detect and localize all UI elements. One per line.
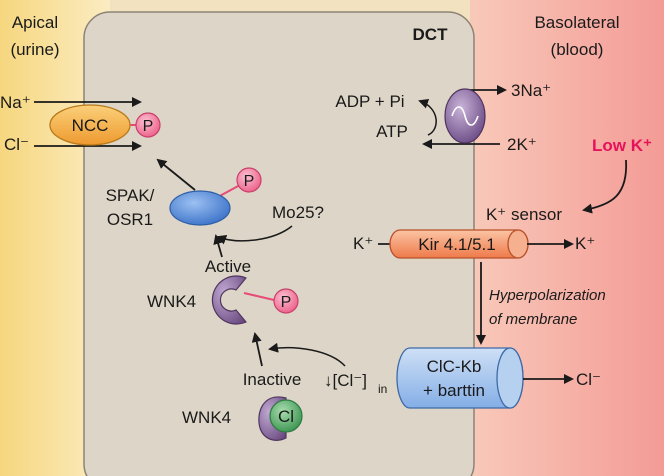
dct-label: DCT [413,25,449,44]
cl-out-label: Cl⁻ [576,370,601,389]
apical-label: Apical [12,13,58,32]
wnk4-inactive: Inactive Cl WNK4 [182,332,303,441]
clc-label-2: + barttin [423,381,485,400]
basolateral-label: Basolateral [534,13,619,32]
clc-cylinder-end [496,347,524,409]
low-k-arrow [582,159,627,214]
spak-phospho-label: P [244,173,255,190]
wnk-phospho-circle [273,288,299,314]
wnk4-inactive-label: WNK4 [182,408,231,427]
mo25-label: Mo25? [272,203,324,222]
spak-phospho-circle [236,167,262,193]
ncc-phospho-label: P [143,118,154,135]
ncc-phospho-circle [135,112,161,138]
wnk-phospho-link [243,292,275,301]
inactive-label: Inactive [243,370,302,389]
cl-to-wnk-arrow [268,342,346,367]
hyperpolarization-label-1: Hyperpolarization [489,287,606,304]
spak-label-1: SPAK/ [106,186,155,205]
wnk4-active: Active P WNK4 [147,234,299,325]
spak-osr1: P SPAK/ OSR1 Mo25? [106,158,324,245]
ncc-ellipse [49,104,131,146]
atp-label: ATP [376,122,408,141]
spak-to-ncc-arrow [156,158,196,191]
cl-intracellular-label: ↓[Cl⁻] [324,371,367,390]
adp-label: ADP + Pi [335,92,404,111]
ncc-label: NCC [72,116,109,135]
atp-hydrolysis-arrow [418,98,437,136]
cl-intracellular-sub: in [378,382,387,396]
basolateral-sublabel: (blood) [551,40,604,59]
kir-label: Kir 4.1/5.1 [418,235,496,254]
wnk4-active-label: WNK4 [147,292,196,311]
low-k-label: Low K⁺ [592,136,652,155]
spak-ellipse [169,190,231,226]
hyperpolarization-label-2: of membrane [489,311,577,328]
active-label: Active [205,257,251,276]
pump-wave-icon [451,106,479,126]
cl-bound-circle [269,399,303,433]
kir-cylinder-end [507,229,529,259]
clc-label-1: ClC-Kb [427,357,482,376]
k-right-label: K⁺ [575,234,595,253]
wnk-phospho-label: P [281,294,292,311]
k-in-label: 2K⁺ [507,135,537,154]
apical-sublabel: (urine) [10,40,59,59]
na-k-atpase: ADP + Pi ATP 3Na⁺ 2K⁺ [335,81,551,154]
mo25-arrow [216,225,293,245]
kir-channel: K⁺ Kir 4.1/5.1 K⁺ [353,229,595,259]
cl-bound-label: Cl [278,407,294,426]
wnk-to-spak-arrow [213,234,224,258]
spak-label-2: OSR1 [107,210,153,229]
ncc-transporter: Na⁺ Cl⁻ NCC P [0,93,161,154]
na-out-label: 3Na⁺ [511,81,551,100]
na-ion-label: Na⁺ [0,93,31,112]
k-sensor-label: K⁺ sensor [486,205,562,224]
cl-ion-label: Cl⁻ [4,135,29,154]
clc-kb-channel: ClC-Kb + barttin Cl⁻ [396,347,601,409]
inactive-to-active-arrow [251,332,263,367]
k-left-label: K⁺ [353,234,373,253]
wnk4-active-shape [211,275,247,325]
